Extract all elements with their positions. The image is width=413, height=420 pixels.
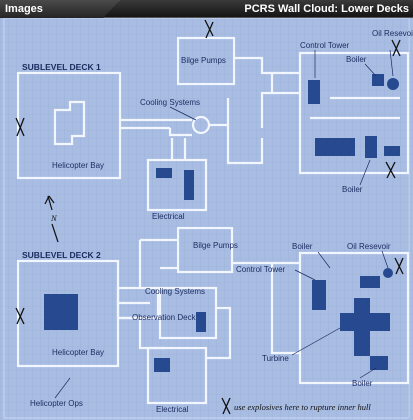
sublevel-deck-1-title: SUBLEVEL DECK 1 — [22, 62, 101, 72]
observation-deck-2-label: Observation Deck — [132, 313, 197, 322]
control-tower-2-block — [298, 251, 410, 385]
control-tower-1-label: Control Tower — [300, 41, 350, 50]
electrical-2-label: Electrical — [156, 405, 189, 414]
explosives-annotation: use explosives here to rupture inner hul… — [234, 402, 371, 412]
boiler-2-top-label: Boiler — [292, 242, 313, 251]
sublevel-deck-1 — [16, 36, 410, 212]
helicopter-bay-1-label: Helicopter Bay — [52, 161, 104, 170]
boiler-2-bottom-label: Boiler — [352, 379, 373, 388]
x-marks-deck-2 — [15, 257, 404, 415]
sublevel-deck-2 — [16, 226, 410, 405]
turbine-2-label: Turbine — [262, 354, 289, 363]
images-tab[interactable]: Images — [0, 0, 120, 18]
blueprint-map: SUBLEVEL DECK 1 Helicopter Bay Cooling S… — [0, 18, 413, 420]
control-tower-1-block — [298, 51, 410, 175]
helicopter-pad-1 — [53, 100, 86, 146]
helicopter-bay-1-room — [16, 71, 122, 180]
cooling-systems-2-room — [158, 286, 218, 340]
cooling-systems-1-label: Cooling Systems — [140, 98, 200, 107]
boiler-1-top-label: Boiler — [346, 55, 367, 64]
electrical-1-room — [146, 158, 208, 212]
boiler-1-bottom-label: Boiler — [342, 185, 363, 194]
helicopter-bay-2-label: Helicopter Bay — [52, 348, 104, 357]
sublevel-deck-2-title: SUBLEVEL DECK 2 — [22, 250, 101, 260]
bilge-pumps-1-label: Bilge Pumps — [181, 56, 226, 65]
x-marks-deck-1 — [15, 19, 401, 179]
oil-reservoir-1-label: Oil Resevoir — [372, 29, 413, 38]
bilge-pumps-2-label: Bilge Pumps — [193, 241, 238, 250]
oil-reservoir-2-label: Oil Resevoir — [347, 242, 391, 251]
electrical-2-room — [146, 346, 208, 405]
observation-deck-2-room — [116, 286, 160, 320]
map-title: PCRS Wall Cloud: Lower Decks — [244, 3, 409, 15]
north-label: N — [50, 213, 58, 223]
cooling-systems-2-label: Cooling Systems — [145, 287, 205, 296]
bilge-pumps-2-room — [176, 226, 234, 274]
north-arrow-icon: N — [44, 195, 59, 243]
viewer-header: Images PCRS Wall Cloud: Lower Decks — [0, 0, 413, 18]
electrical-1-label: Electrical — [152, 212, 185, 221]
control-tower-2-label: Control Tower — [236, 265, 286, 274]
helicopter-ops-2-label: Helicopter Ops — [30, 399, 83, 408]
